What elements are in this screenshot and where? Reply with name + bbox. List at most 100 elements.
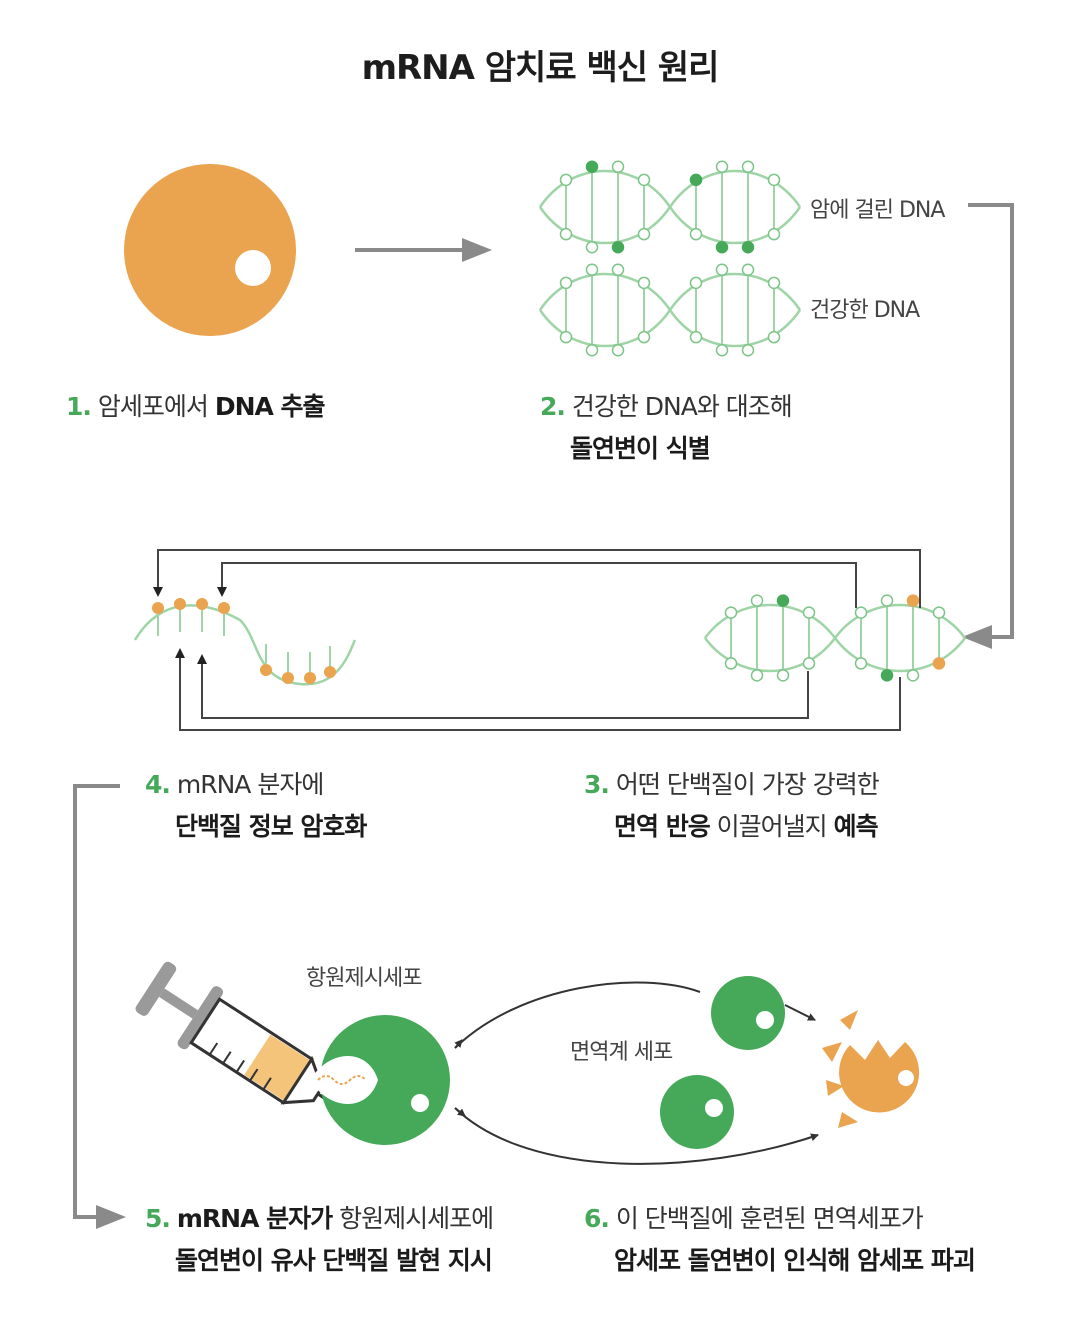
step-text-bold: 면역 반응: [614, 812, 711, 841]
arrow-head-icon: [454, 1107, 466, 1117]
step-text: 이끌어낼지: [709, 812, 834, 841]
nucleotide: [218, 602, 230, 614]
step-arrow-icon: [355, 238, 492, 262]
nucleotide: [637, 227, 651, 241]
nucleotide: [585, 240, 599, 254]
helix-strand: [703, 603, 967, 641]
nucleotide: [767, 276, 781, 290]
helix-strand: [538, 272, 802, 313]
encoding-connectors: [153, 549, 921, 731]
step-text-bold: 단백질 정보 암호화: [175, 812, 367, 841]
cancer-dna-label: 암에 걸린 DNA: [810, 198, 945, 223]
nucleotide: [611, 343, 625, 357]
nucleotide: [767, 330, 781, 344]
helix-strand: [538, 204, 802, 245]
nucleotide: [854, 606, 868, 619]
step-text-bold: mRNA 분자가: [176, 1204, 333, 1233]
dna-helix-icon: [703, 594, 967, 682]
step-number: 5.: [145, 1204, 171, 1233]
cancer-cell-icon: [124, 164, 296, 336]
nucleotide: [741, 240, 755, 254]
nucleotide: [715, 343, 729, 357]
nucleotide: [906, 594, 920, 607]
arrow-head-icon: [454, 1039, 463, 1049]
helix-strand: [538, 307, 802, 348]
nucleotide: [637, 276, 651, 290]
helix-strand: [538, 169, 802, 210]
nucleotide: [932, 657, 946, 670]
nucleotide: [880, 594, 894, 607]
immune-response-arcs: [454, 981, 819, 1165]
nucleotide: [750, 594, 764, 607]
nucleotide: [741, 263, 755, 277]
syringe-icon: [135, 961, 346, 1113]
nucleotide: [637, 173, 651, 187]
nucleotide: [637, 330, 651, 344]
dna-helix-icon: [538, 160, 802, 254]
step-text-bold: 암세포 돌연변이 인식해 암세포 파괴: [614, 1246, 976, 1275]
nucleotide: [152, 602, 164, 614]
mrna-backbone: [133, 604, 357, 686]
immune-cell-icon: [711, 976, 785, 1050]
nucleotide: [715, 160, 729, 174]
nucleotide: [304, 672, 316, 684]
nucleotide: [767, 173, 781, 187]
healthy-dna-label: 건강한 DNA: [810, 298, 920, 323]
immune-cell-icon: [660, 1075, 734, 1149]
nucleotide: [559, 227, 573, 241]
step-text: 암세포에서: [97, 392, 215, 421]
nucleotide: [611, 240, 625, 254]
nucleotide: [689, 227, 703, 241]
nucleotide: [611, 263, 625, 277]
step-text: 건강한 DNA와 대조해: [571, 392, 793, 421]
nucleotide: [324, 666, 336, 678]
step5-caption: 5. mRNA 분자가 항원제시세포에 돌연변이 유사 단백질 발현 지시: [145, 1198, 494, 1282]
step-number: 6.: [584, 1204, 610, 1233]
step-text: 이 단백질에 훈련된 면역세포가: [615, 1204, 924, 1233]
nucleotide: [559, 173, 573, 187]
nucleotide: [767, 227, 781, 241]
nucleotide: [741, 160, 755, 174]
step4-caption: 4. mRNA 분자에 단백질 정보 암호화: [145, 764, 367, 848]
dna-helix-icon: [538, 263, 802, 357]
nucleotide: [260, 664, 272, 676]
nucleotide: [715, 240, 729, 254]
nucleotide: [585, 160, 599, 174]
step-number: 1.: [66, 392, 92, 421]
step3-caption: 3. 어떤 단백질이 가장 강력한 면역 반응 이끌어낼지 예측: [584, 764, 880, 848]
nucleotide: [689, 173, 703, 187]
nucleotide: [776, 669, 790, 682]
immune-cells-label: 면역계 세포: [570, 1040, 673, 1065]
step-text-bold: 돌연변이 유사 단백질 발현 지시: [175, 1246, 493, 1275]
nucleotide: [776, 594, 790, 607]
nucleotide: [196, 598, 208, 610]
step-text: 어떤 단백질이 가장 강력한: [615, 770, 880, 799]
nucleotide: [174, 598, 186, 610]
nucleotide: [585, 263, 599, 277]
step-number: 2.: [540, 392, 566, 421]
step-text-bold: 예측: [833, 812, 879, 841]
nucleotide: [880, 669, 894, 682]
nucleotide: [932, 606, 946, 619]
mrna-strand-icon: [133, 598, 357, 686]
nucleotide: [750, 669, 764, 682]
connector-arrow-icon: [962, 203, 1014, 649]
page-title: mRNA 암치료 백신 원리: [361, 48, 720, 88]
nucleotide: [282, 672, 294, 684]
nucleotide: [611, 160, 625, 174]
nucleotide: [906, 669, 920, 682]
nucleotide: [854, 657, 868, 670]
nucleotide: [741, 343, 755, 357]
antigen-presenting-cell-icon: [310, 1015, 450, 1145]
nucleotide: [802, 657, 816, 670]
connector-arrow-icon: [73, 784, 126, 1229]
step-text: mRNA 분자에: [176, 770, 324, 799]
step-number: 3.: [584, 770, 610, 799]
destroyed-cancer-cell-icon: [822, 1010, 920, 1128]
nucleotide: [585, 343, 599, 357]
step2-caption: 2. 건강한 DNA와 대조해 돌연변이 식별: [540, 386, 793, 470]
nucleotide: [724, 657, 738, 670]
nucleotide: [689, 330, 703, 344]
